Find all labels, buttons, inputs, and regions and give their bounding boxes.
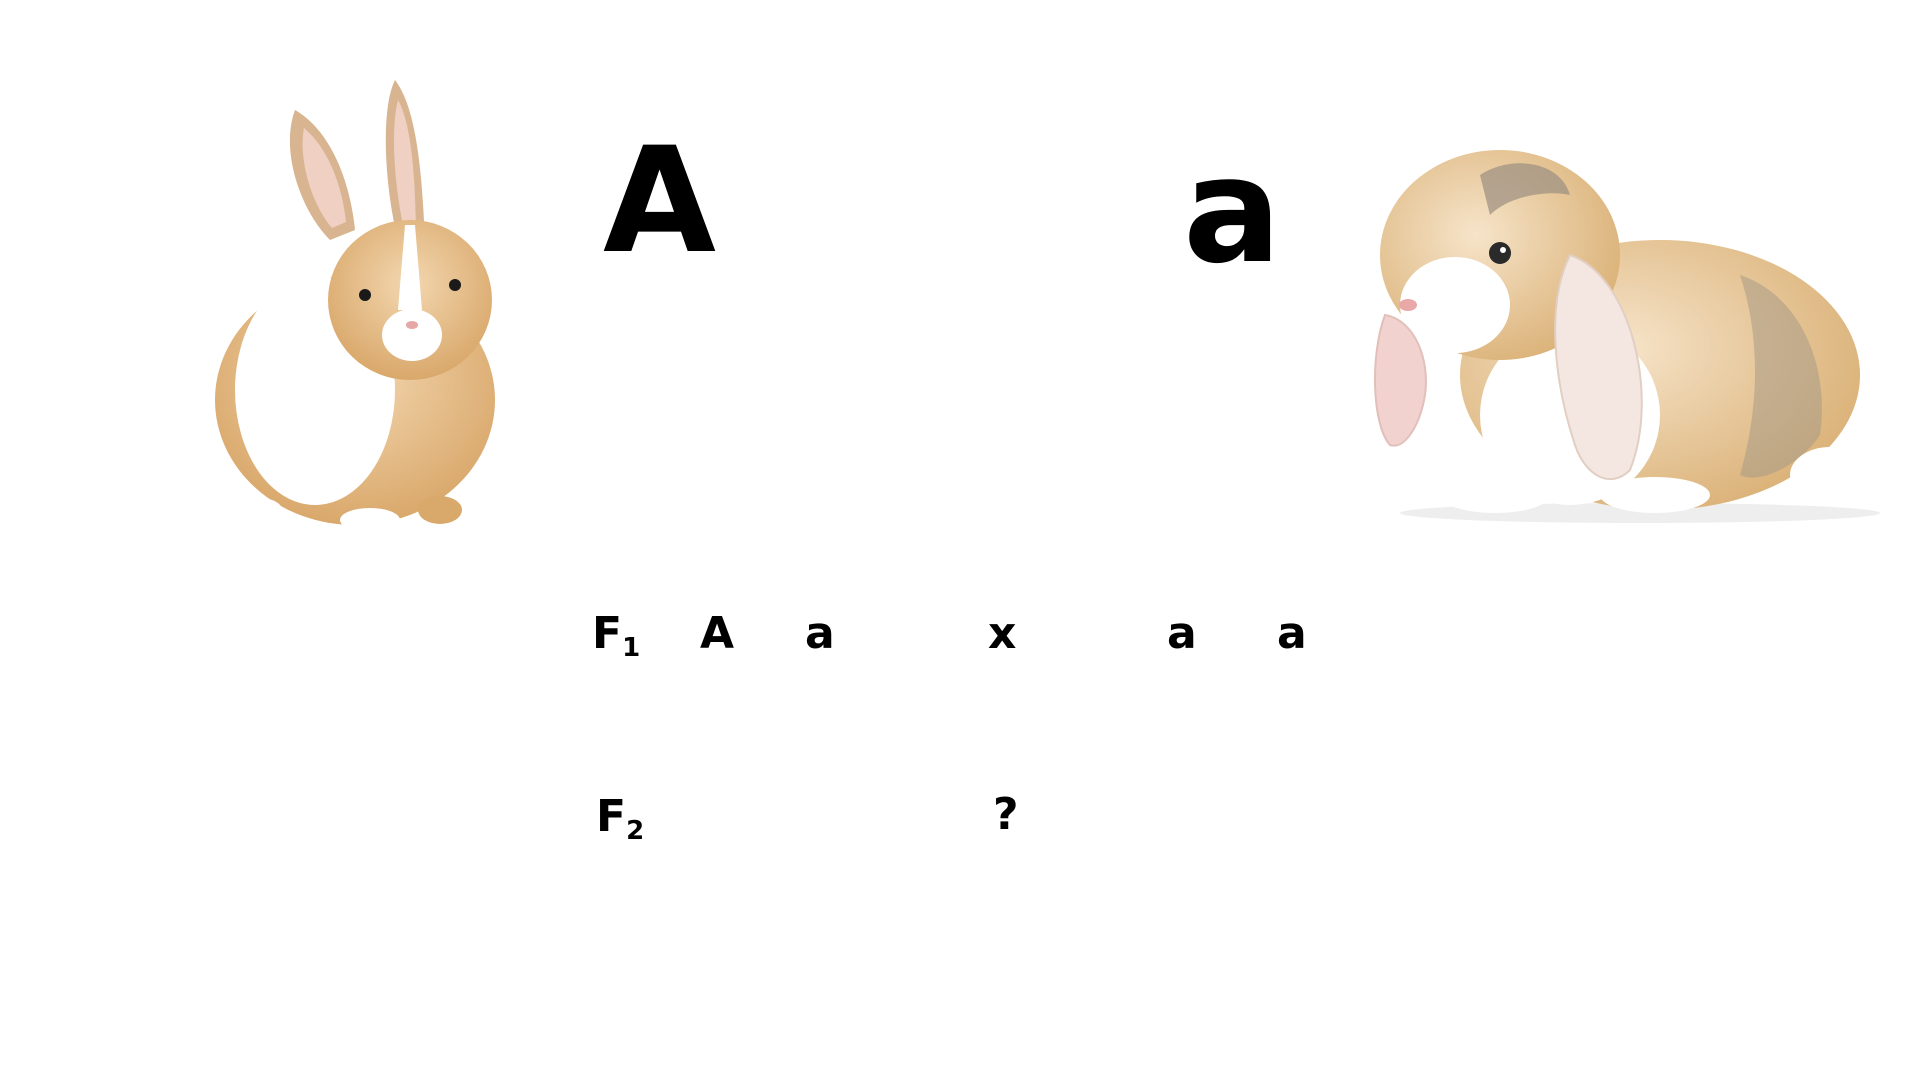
cross-symbol: x	[988, 608, 1017, 659]
f2-label-subscript: 2	[626, 816, 645, 846]
parent-allele-dominant: A	[603, 116, 716, 286]
rabbit-lop-ears-image	[1374, 150, 1880, 523]
f2-generation-label: F2	[596, 795, 645, 846]
f1-label-letter: F	[592, 608, 623, 659]
f1-parent2-allele1: a	[1167, 608, 1197, 659]
f2-result-question-mark: ?	[993, 789, 1019, 840]
f1-label-subscript: 1	[622, 633, 641, 663]
f1-parent2-allele2: a	[1277, 608, 1307, 659]
f1-parent1-allele2: a	[805, 608, 835, 659]
f1-generation-label: F1	[592, 612, 641, 663]
rabbit-upright-ears-image	[215, 80, 495, 530]
f1-parent1-allele1: A	[700, 608, 735, 659]
f2-label-letter: F	[596, 791, 627, 842]
parent-allele-recessive: a	[1183, 126, 1282, 296]
